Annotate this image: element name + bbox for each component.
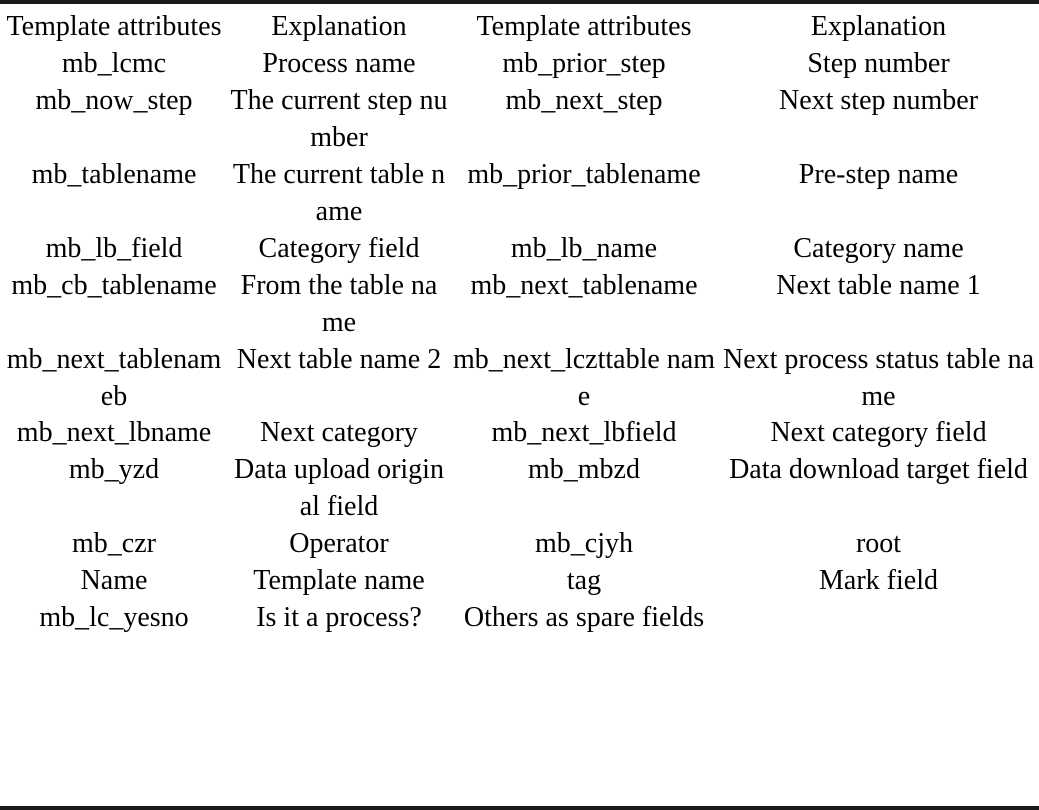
cell-explanation: Mark field	[819, 565, 938, 597]
cell-explanation: Data download target field	[729, 454, 1028, 486]
column-header-template-attributes-1: Template attributes	[6, 11, 222, 42]
cell-template-attribute: mb_yzd	[68, 454, 160, 486]
column-header-template-attributes-2: Template attributes	[476, 11, 692, 42]
cell-template-attribute: mb_cb_tablename	[11, 269, 217, 301]
cell-explanation: Process name	[262, 47, 416, 79]
cell-explanation: Next process status table name	[722, 343, 1035, 412]
cell-explanation: Is it a process?	[256, 602, 422, 634]
table-row: mb_cb_tablename From the table name mb_nex…	[0, 268, 1039, 342]
table-row: mb_lc_yesno Is it a process? Others as spa…	[0, 600, 1039, 637]
cell-template-attribute: Name	[80, 565, 148, 597]
table-row: mb_lb_field Category field mb_lb_name Categ…	[0, 231, 1039, 268]
cell-template-attribute: mb_cjyh	[535, 528, 633, 560]
table-row: mb_lcmc Process name mb_prior_step Step num…	[0, 46, 1039, 83]
cell-template-attribute: mb_lcmc	[61, 47, 167, 79]
table-header-row: Template attributes Explanation Template…	[0, 4, 1039, 46]
cell-template-attribute: mb_next_tablenameb	[6, 343, 222, 412]
cell-template-attribute: tag	[566, 565, 602, 597]
cell-explanation: From the table name	[240, 269, 438, 338]
template-attributes-table: Template attributes Explanation Template…	[0, 4, 1039, 637]
table-row: mb_next_lbname Next category mb_next_lbfie…	[0, 415, 1039, 452]
table-header: Template attributes Explanation Template…	[0, 4, 1039, 46]
cell-explanation: Step number	[807, 47, 950, 79]
column-header-explanation-2: Explanation	[810, 11, 947, 42]
table-row: Name Template name tag Mark field	[0, 563, 1039, 600]
cell-explanation: Next category field	[770, 417, 987, 449]
cell-explanation: Data upload original field	[234, 454, 444, 523]
table-row: mb_next_tablenameb Next table name 2 mb_ne…	[0, 342, 1039, 416]
cell-explanation: Next step number	[778, 84, 979, 116]
cell-explanation: Next table name 2	[236, 343, 442, 375]
cell-template-attribute: mb_next_step	[505, 84, 663, 116]
cell-template-attribute: mb_next_lczttable name	[452, 343, 716, 412]
column-header-explanation-1: Explanation	[271, 11, 407, 42]
cell-template-attribute: mb_next_tablename	[470, 269, 698, 301]
cell-explanation: Operator	[289, 528, 389, 560]
cell-explanation: Next category	[260, 417, 418, 449]
cell-explanation: root	[855, 528, 902, 560]
cell-explanation: Category field	[258, 232, 420, 264]
cell-explanation: The current step number	[230, 84, 448, 153]
cell-template-attribute: mb_next_lbname	[16, 417, 212, 449]
table-body: mb_lcmc Process name mb_prior_step Step num…	[0, 46, 1039, 637]
cell-explanation: Pre-step name	[798, 158, 959, 190]
cell-template-attribute: mb_mbzd	[528, 454, 640, 486]
cell-template-attribute: mb_czr	[72, 528, 156, 560]
cell-template-attribute: mb_next_lbfield	[491, 417, 677, 449]
cell-template-attribute: mb_lb_field	[45, 232, 183, 264]
table-row: mb_tablename The current table name mb_pri…	[0, 157, 1039, 231]
cell-template-attribute: mb_prior_step	[502, 47, 666, 79]
cell-explanation: The current table name	[232, 158, 446, 227]
cell-explanation: Next table name 1	[776, 269, 981, 301]
cell-template-attribute: mb_lc_yesno	[39, 602, 189, 634]
table-row: mb_now_step The current step number mb_nex…	[0, 83, 1039, 157]
cell-explanation: Template name	[253, 565, 425, 597]
cell-template-attribute: mb_now_step	[35, 84, 193, 116]
cell-template-attribute: mb_tablename	[31, 158, 197, 190]
cell-template-attribute: mb_lb_name	[510, 232, 658, 264]
cell-explanation: Category name	[793, 232, 964, 264]
cell-template-attribute: Others as spare fields	[463, 602, 705, 634]
table-row: mb_yzd Data upload original field mb_mbzd D…	[0, 452, 1039, 526]
table-row: mb_czr Operator mb_cjyh root	[0, 526, 1039, 563]
cell-explanation	[718, 600, 1039, 601]
cell-template-attribute: mb_prior_tablename	[467, 158, 701, 190]
